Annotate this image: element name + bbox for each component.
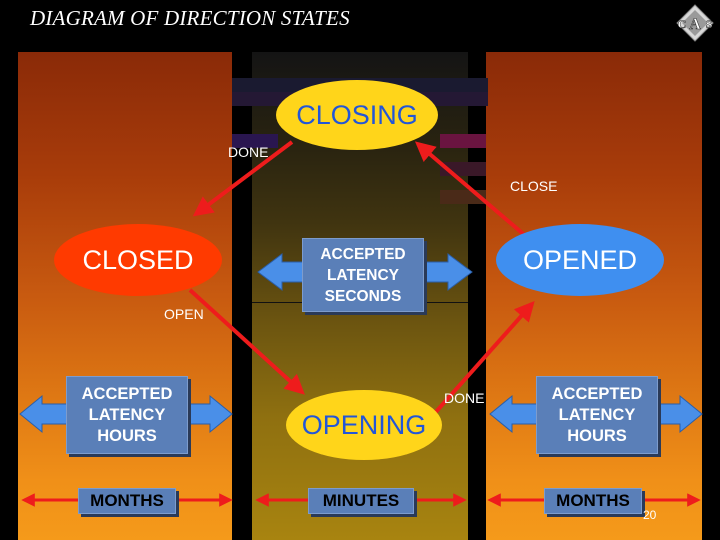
state-closing: CLOSING (276, 80, 438, 150)
hours-band-right (486, 52, 702, 540)
cas-logo-icon: A C S (676, 4, 714, 42)
duration-box-left: MONTHS (78, 488, 176, 514)
state-opened: OPENED (496, 224, 664, 296)
decorative-stripe (440, 134, 486, 148)
latency-box-left: ACCEPTED LATENCY HOURS (66, 376, 188, 454)
arrow-opened-to-closing (414, 141, 530, 240)
arrow-opening-to-opened (416, 301, 535, 434)
transition-label-open: OPEN (164, 306, 204, 322)
latency-box-center: ACCEPTED LATENCY SECONDS (302, 238, 424, 312)
state-closed: CLOSED (54, 224, 222, 296)
duration-box-right: MONTHS (544, 488, 642, 514)
latency-box-left-text: ACCEPTED LATENCY HOURS (81, 384, 173, 445)
transition-label-done-bottom: DONE (444, 390, 485, 406)
svg-text:C: C (678, 17, 687, 31)
state-closing-label: CLOSING (296, 99, 418, 130)
svg-text:A: A (689, 16, 701, 33)
state-opened-label: OPENED (522, 244, 638, 275)
transition-label-done-top: DONE (228, 144, 269, 160)
transition-label-close: CLOSE (510, 178, 558, 194)
latency-box-right-text: ACCEPTED LATENCY HOURS (551, 384, 643, 445)
latency-box-center-text: ACCEPTED LATENCY SECONDS (320, 245, 406, 305)
page-number: 20 (643, 508, 657, 522)
state-opening-label: OPENING (301, 409, 427, 440)
svg-text:S: S (706, 17, 713, 31)
state-closed-label: CLOSED (82, 244, 194, 275)
state-opening: OPENING (286, 390, 442, 460)
decorative-stripe (232, 134, 278, 148)
slide-title: DIAGRAM OF DIRECTION STATES (30, 6, 350, 30)
arrow-closed-to-opening (188, 288, 305, 395)
duration-box-center: MINUTES (308, 488, 414, 514)
latency-box-right: ACCEPTED LATENCY HOURS (536, 376, 658, 454)
arrow-closing-to-closed (192, 140, 294, 217)
